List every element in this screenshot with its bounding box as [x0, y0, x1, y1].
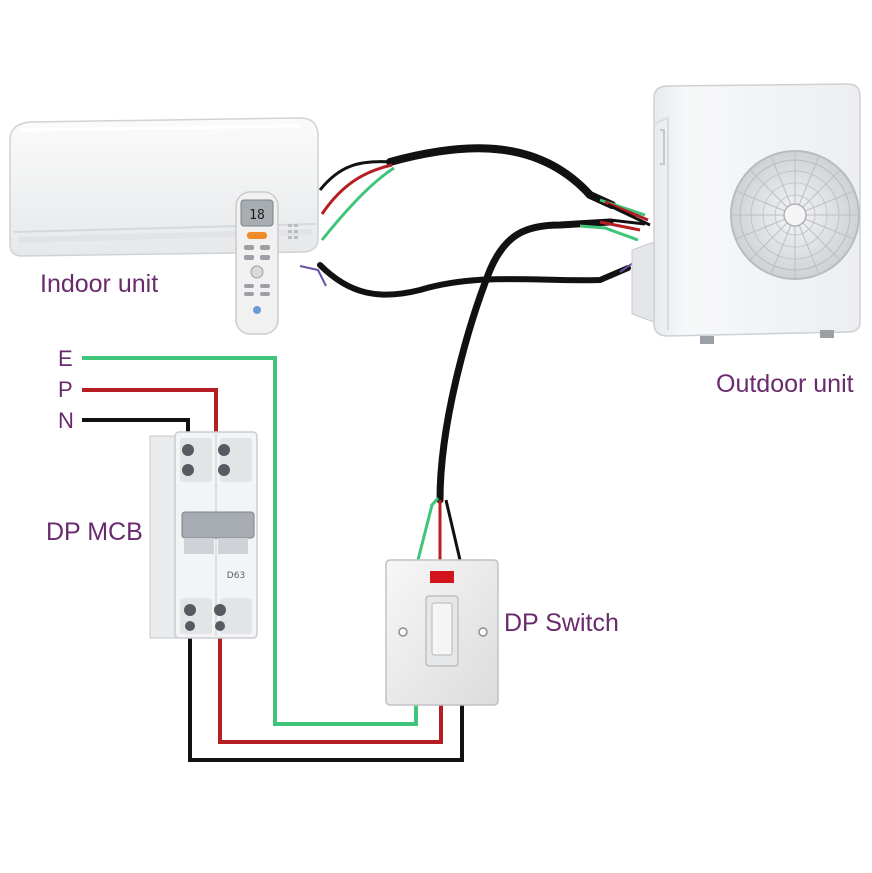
- earth-terminal-label: E: [58, 346, 73, 371]
- switch-to-outdoor-cable: [416, 218, 646, 561]
- mcb-output-wires: [188, 638, 464, 762]
- phase-supply-wire: [82, 388, 218, 436]
- mcb-rating: D63: [227, 571, 245, 581]
- outdoor-unit: [631, 83, 861, 344]
- phase-terminal-label: P: [58, 377, 73, 402]
- phase-output-wire: [218, 638, 443, 744]
- dp-switch: [385, 559, 499, 706]
- outdoor-unit-label: Outdoor unit: [716, 370, 854, 398]
- dp-mcb-label: DP MCB: [46, 518, 143, 546]
- indicator-lights: [288, 224, 298, 239]
- dp-mcb: D63: [149, 431, 258, 639]
- indoor-outdoor-cable: [299, 144, 651, 298]
- earth-wire: [82, 356, 418, 726]
- neutral-terminal-label: N: [58, 408, 74, 433]
- neutral-output-wire: [188, 638, 464, 762]
- remote-control: 18: [235, 191, 279, 335]
- dp-switch-label: DP Switch: [504, 609, 619, 637]
- fan-grille: [730, 150, 860, 280]
- remote-display: 18: [249, 208, 265, 223]
- supply-wires: [82, 356, 418, 726]
- indoor-unit-label: Indoor unit: [40, 270, 159, 298]
- neutral-supply-wire: [82, 418, 190, 436]
